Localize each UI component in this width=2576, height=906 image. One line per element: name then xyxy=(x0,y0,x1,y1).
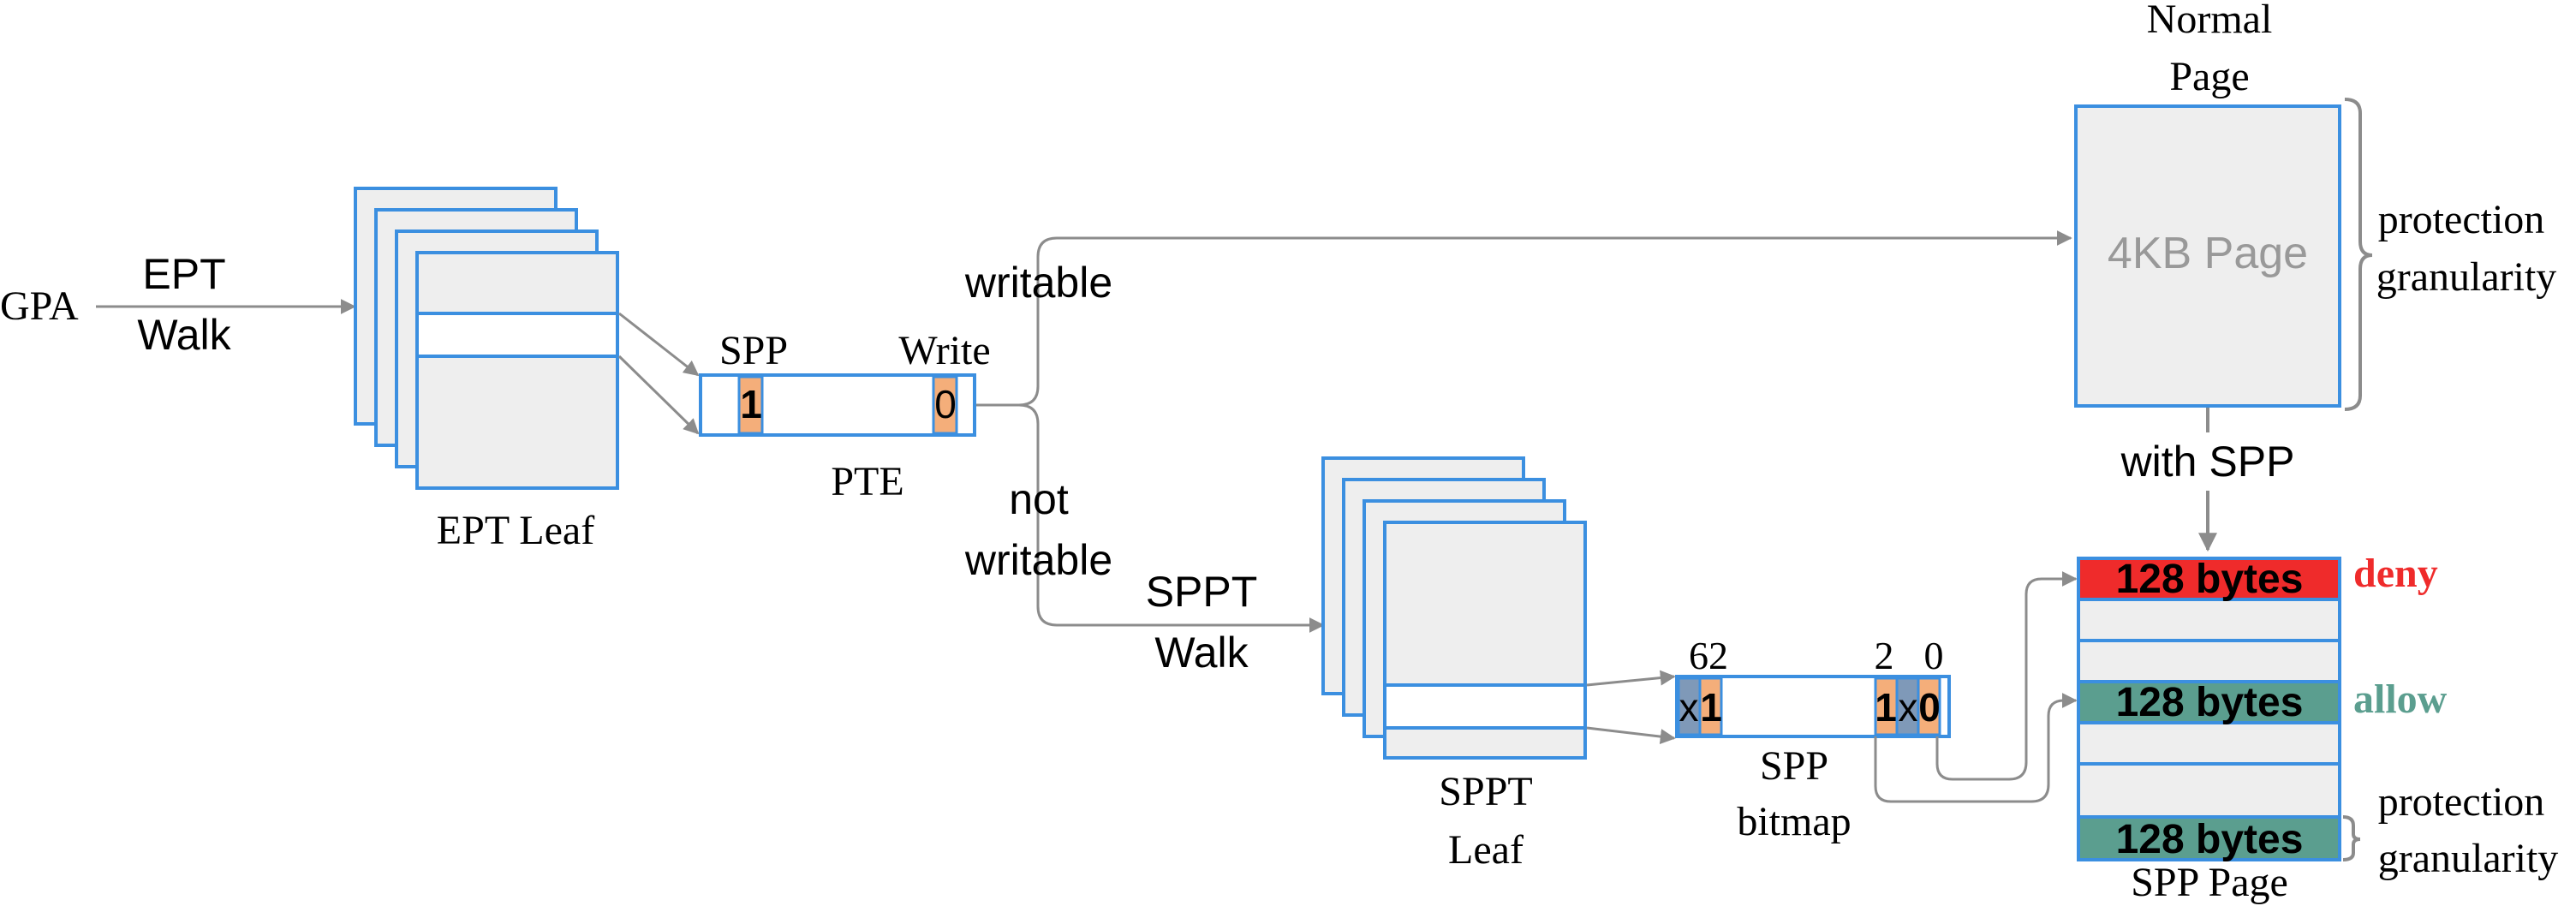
normal-page-label-1: Normal xyxy=(2147,0,2273,42)
granularity-label-1: granularity xyxy=(2376,254,2557,300)
bit-62-label: 62 xyxy=(1689,634,1728,677)
ept-leaf-label: EPT Leaf xyxy=(437,508,594,553)
deny-label: deny xyxy=(2353,551,2438,596)
ept-entry-row xyxy=(415,312,619,358)
with-spp-label-bg xyxy=(2098,432,2317,491)
pte-write-bit-value: 0 xyxy=(934,382,957,426)
allow-label: allow xyxy=(2353,677,2448,722)
writable-label: writable xyxy=(964,259,1112,307)
sppt-leaf-label-2: Leaf xyxy=(1448,827,1524,873)
spp-chunk-empty-2 xyxy=(2077,639,2341,683)
spp-chunk-empty-4 xyxy=(2077,762,2341,819)
protection-label-2: protection xyxy=(2378,779,2545,825)
ept-walk-label-1: EPT xyxy=(142,250,225,298)
bitmap-bit-62 xyxy=(1698,677,1723,736)
not-writable-label-2: writable xyxy=(964,536,1112,584)
bitmap-bit-62-value: 1 xyxy=(1700,685,1722,730)
sppt-leaf-label-1: SPPT xyxy=(1439,769,1532,814)
spp-page xyxy=(2077,557,2341,861)
bit-0-label: 0 xyxy=(1924,634,1944,677)
ept-walk-label-2: Walk xyxy=(137,311,231,359)
four-kb-page-label: 4KB Page xyxy=(2108,229,2308,278)
normal-4kb-page xyxy=(2074,104,2341,408)
bitmap-bit-63-value: x xyxy=(1679,685,1699,730)
spp-page-label: SPP Page xyxy=(2131,860,2288,905)
bitmap-bit2-to-chunk-arrow xyxy=(1874,693,2078,803)
pte-write-bit xyxy=(932,375,958,435)
spp-chunk-empty-1 xyxy=(2077,598,2341,642)
ept-page-1 xyxy=(415,251,619,490)
writable-arrow xyxy=(976,230,2072,407)
bitmap-bit-0 xyxy=(1917,677,1941,736)
pte-entry xyxy=(699,373,976,437)
spp-field-label: SPP xyxy=(719,328,788,373)
sppt-leaf-stack xyxy=(1321,456,1587,760)
bitmap-bit-1-value: x xyxy=(1899,685,1918,730)
not-writable-arrow xyxy=(1018,403,1325,633)
spp-bitmap xyxy=(1675,675,1951,738)
spp-chunk-empty-3 xyxy=(2077,721,2341,766)
write-field-label: Write xyxy=(898,328,990,373)
sppt-entry-row xyxy=(1383,683,1587,730)
spp-bitmap-label-2: bitmap xyxy=(1737,799,1851,844)
granularity-label-2: granularity xyxy=(2378,836,2559,881)
pte-spp-bit-value: 1 xyxy=(740,382,762,426)
chunk-last-label: 128 bytes xyxy=(2116,817,2304,862)
normal-page-brace xyxy=(2344,98,2373,411)
chunk-deny-label: 128 bytes xyxy=(2116,557,2304,602)
pte-label: PTE xyxy=(831,459,903,504)
spp-chunk-deny xyxy=(2077,557,2341,601)
chunk-allow-label: 128 bytes xyxy=(2116,680,2304,725)
sppt-to-bitmap-arrow-bottom xyxy=(1586,726,1676,745)
gpa-label: GPA xyxy=(0,283,79,329)
ept-leaf-stack xyxy=(354,187,619,490)
bitmap-bit-2-value: 1 xyxy=(1875,685,1897,730)
bitmap-bit0-to-chunk-arrow xyxy=(1935,571,2078,781)
with-spp-label: with SPP xyxy=(2120,438,2295,486)
sppt-walk-label-1: SPPT xyxy=(1146,568,1258,616)
protection-label-1: protection xyxy=(2378,197,2545,242)
sppt-walk-label-2: Walk xyxy=(1154,629,1249,677)
ept-to-pte-arrow-bottom xyxy=(617,355,700,435)
normal-page-label-2: Page xyxy=(2169,54,2249,99)
bitmap-bit-63 xyxy=(1677,677,1702,736)
ept-to-pte-arrow-top xyxy=(618,312,700,377)
sppt-to-bitmap-arrow-top xyxy=(1586,670,1676,687)
spp-page-brace xyxy=(2342,815,2361,861)
spp-bitmap-label-1: SPP xyxy=(1760,743,1828,789)
not-writable-label-1: not xyxy=(1009,475,1069,523)
spp-chunk-last xyxy=(2077,815,2341,861)
bit-2-label: 2 xyxy=(1875,634,1894,677)
bitmap-bit-0-value: 0 xyxy=(1918,685,1941,730)
pte-spp-bit xyxy=(737,375,764,435)
